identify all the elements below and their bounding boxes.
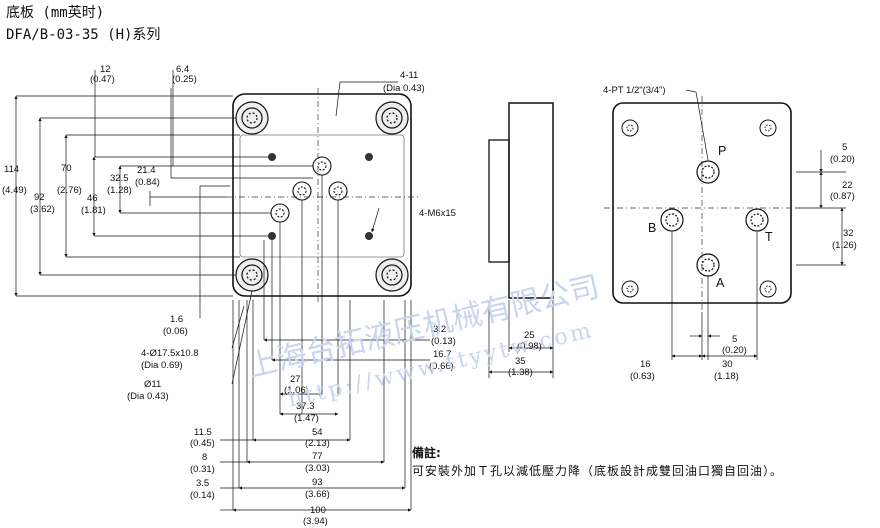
dim-r32-in: (1.26) (832, 240, 857, 251)
dim-100-in: (3.94) (303, 516, 328, 527)
dim-3-2: 3.2 (433, 324, 446, 335)
dim-16-7: 16.7 (433, 349, 452, 360)
series-name: DFA/B-03-35 (H)系列 (6, 27, 161, 43)
dim-1-6: 1.6 (170, 314, 183, 325)
dim-3-5: 3.5 (196, 478, 209, 489)
dim-r32: 32 (843, 228, 854, 239)
port-hole (270, 156, 348, 223)
dim-54-in: (2.13) (305, 438, 330, 449)
front-view (14, 70, 430, 512)
dim-46: 46 (87, 193, 98, 204)
dim-6-4-in: (0.25) (172, 74, 197, 85)
dim-8-in: (0.31) (190, 464, 215, 475)
drawing-title: 底板 (mm英时) (6, 5, 105, 21)
dim-side-25-in: (0.98) (517, 341, 542, 352)
port-label-t: T (765, 230, 773, 244)
dim-1-6-in: (0.06) (163, 326, 188, 337)
dim-100: 100 (310, 505, 326, 516)
bottom-view (604, 89, 846, 360)
dim-27: 27 (290, 374, 301, 385)
bottom-port (660, 160, 769, 277)
dimension-labels: 12 (0.47) 6.4 (0.25) 4-11 (Dia 0.43) 114… (2, 64, 857, 527)
dim-b5-in: (0.20) (722, 345, 747, 356)
dim-r5: 5 (842, 142, 847, 153)
dim-3-2-in: (0.13) (431, 336, 456, 347)
dim-8: 8 (202, 452, 207, 463)
dim-70-in: (2.76) (57, 185, 82, 196)
pt-thread-spec: 4-PT 1/2"(3/4") (603, 85, 666, 96)
dim-r5-in: (0.20) (830, 154, 855, 165)
side-view (488, 102, 554, 378)
dim-114-in: (4.49) (2, 185, 27, 196)
dim-side-35: 35 (515, 356, 526, 367)
dim-b16: 16 (640, 359, 651, 370)
dim-12: 12 (100, 64, 111, 75)
dim-b5: 5 (732, 334, 737, 345)
dim-37-3: 37.3 (296, 401, 315, 412)
dim-70: 70 (61, 163, 72, 174)
dim-32-5: 32.5 (110, 173, 129, 184)
dim-12-in: (0.47) (90, 74, 115, 85)
port-label-b: B (648, 221, 656, 235)
mounting-hole (621, 119, 777, 298)
dim-side-25: 25 (524, 330, 535, 341)
dim-11-5-in: (0.45) (190, 438, 215, 449)
port-label-p: P (718, 144, 726, 158)
dim-b30: 30 (722, 359, 733, 370)
counterbore-spec: 4-Ø17.5x10.8 (141, 348, 199, 359)
dim-b30-in: (1.18) (714, 371, 739, 382)
dim-77: 77 (312, 451, 323, 462)
dim-16-7-in: (0.66) (429, 361, 454, 372)
dim-11-5: 11.5 (194, 427, 212, 438)
dim-54: 54 (312, 427, 323, 438)
dim-dia-11: Ø11 (144, 379, 161, 390)
note-text: 可安裝外加Ｔ孔以減低壓力降（底板設計成雙回油口獨自回油）。 (412, 464, 784, 478)
dim-93: 93 (312, 477, 323, 488)
dim-4-11-in: (Dia 0.43) (383, 83, 425, 94)
dim-side-35-in: (1.38) (508, 367, 533, 378)
dim-3-5-in: (0.14) (190, 490, 215, 501)
dim-21-4-in: (0.84) (135, 177, 160, 188)
counterbore-spec-in: (Dia 0.69) (141, 360, 183, 371)
tapped-hole (268, 153, 373, 240)
dim-37-3-in: (1.47) (294, 413, 319, 424)
dim-114: 114 (4, 164, 19, 175)
dim-92-in: (3.62) (30, 204, 55, 215)
dim-6-4: 6.4 (176, 64, 189, 75)
thread-spec: 4-M6x15 (419, 208, 456, 219)
dim-77-in: (3.03) (305, 463, 330, 474)
dim-46-in: (1.81) (81, 205, 106, 216)
dim-32-5-in: (1.28) (107, 185, 132, 196)
note-title: 備註: (412, 446, 441, 460)
dim-92: 92 (34, 192, 45, 203)
dim-r22: 22 (842, 180, 853, 191)
port-label-a: A (716, 276, 725, 290)
dim-21-4: 21.4 (137, 165, 156, 176)
counterbore-hole (235, 101, 409, 292)
dim-b16-in: (0.63) (630, 371, 655, 382)
watermark: 上海台拓液压机械有限公司 http://www.ttyytw.com (244, 270, 603, 413)
dim-93-in: (3.66) (305, 489, 330, 500)
dim-r22-in: (0.87) (830, 191, 855, 202)
dim-27-in: (1.06) (284, 385, 309, 396)
dim-dia-11-in: (Dia 0.43) (127, 391, 169, 402)
dim-4-11: 4-11 (400, 70, 418, 81)
